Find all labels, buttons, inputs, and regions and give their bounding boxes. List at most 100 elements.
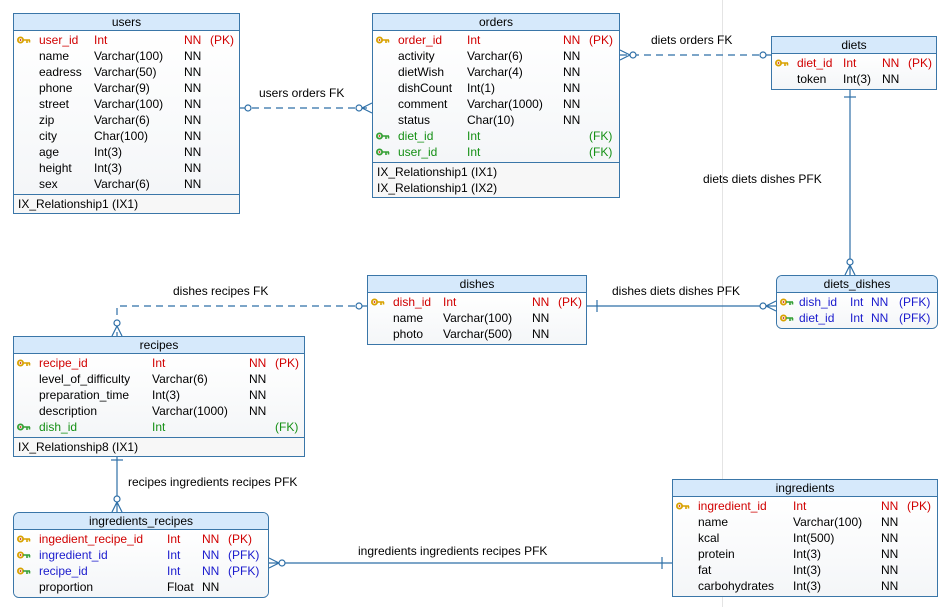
relationship-line[interactable] bbox=[116, 305, 367, 336]
column-type: Int bbox=[167, 532, 181, 546]
relationship-diets-dietsdishes[interactable] bbox=[844, 88, 856, 276]
relationship-label: ingredients ingredients recipes PFK bbox=[358, 544, 548, 558]
gold-key-icon bbox=[17, 535, 31, 543]
index-entry: IX_Relationship1 (IX2) bbox=[377, 181, 498, 195]
gold-key-icon bbox=[17, 359, 31, 367]
column-nn: NN bbox=[184, 129, 202, 143]
column-name: ingredient_id bbox=[698, 499, 767, 513]
relationship-label: users orders FK bbox=[259, 86, 345, 100]
column-type: Int bbox=[467, 129, 481, 143]
column-type: Int(3) bbox=[94, 145, 123, 159]
column-nn: NN bbox=[202, 564, 220, 578]
gold-green-key-icon bbox=[17, 551, 31, 559]
relationship-label: recipes ingredients recipes PFK bbox=[128, 475, 298, 489]
column-name: status bbox=[398, 113, 431, 127]
column-name: preparation_time bbox=[39, 388, 130, 402]
relationship-users-orders[interactable] bbox=[240, 102, 373, 114]
column-nn: NN bbox=[249, 404, 267, 418]
column-name: ingedient_recipe_id bbox=[39, 532, 144, 546]
column-name: name bbox=[698, 515, 729, 529]
relationship-diets-orders[interactable] bbox=[619, 49, 771, 61]
relationship-label: diets orders FK bbox=[651, 33, 733, 47]
column-name: phone bbox=[39, 81, 73, 95]
relationship-ingredients-ingrec[interactable] bbox=[268, 557, 672, 569]
column-nn: NN bbox=[249, 372, 267, 386]
relationship-dishes-dietsdishes[interactable] bbox=[587, 300, 777, 312]
relationship-label: dishes diets dishes PFK bbox=[612, 284, 741, 298]
column-name: token bbox=[797, 72, 827, 86]
gold-green-key-icon bbox=[780, 314, 794, 322]
column-key: (FK) bbox=[589, 145, 613, 159]
column-type: Int bbox=[467, 145, 481, 159]
column-nn: NN bbox=[871, 295, 889, 309]
column-nn: NN bbox=[184, 65, 202, 79]
green-key-icon bbox=[376, 132, 390, 140]
relationship-recipes-ingrec[interactable] bbox=[111, 451, 123, 513]
column-type: Varchar(100) bbox=[443, 311, 513, 325]
column-name: dishCount bbox=[398, 81, 453, 95]
column-name: dietWish bbox=[398, 65, 445, 79]
relationship-dishes-recipes[interactable] bbox=[111, 302, 367, 337]
cardinality-marker bbox=[844, 258, 856, 276]
index-entry: IX_Relationship8 (IX1) bbox=[18, 440, 139, 454]
column-name: recipe_id bbox=[39, 356, 88, 370]
column-nn: NN bbox=[871, 311, 889, 325]
column-name: proportion bbox=[39, 580, 94, 594]
cardinality-marker bbox=[759, 51, 767, 59]
column-name: dish_id bbox=[393, 295, 432, 309]
column-type: Int bbox=[152, 420, 166, 434]
column-type: Char(10) bbox=[467, 113, 515, 127]
column-key: (PFK) bbox=[228, 564, 260, 578]
